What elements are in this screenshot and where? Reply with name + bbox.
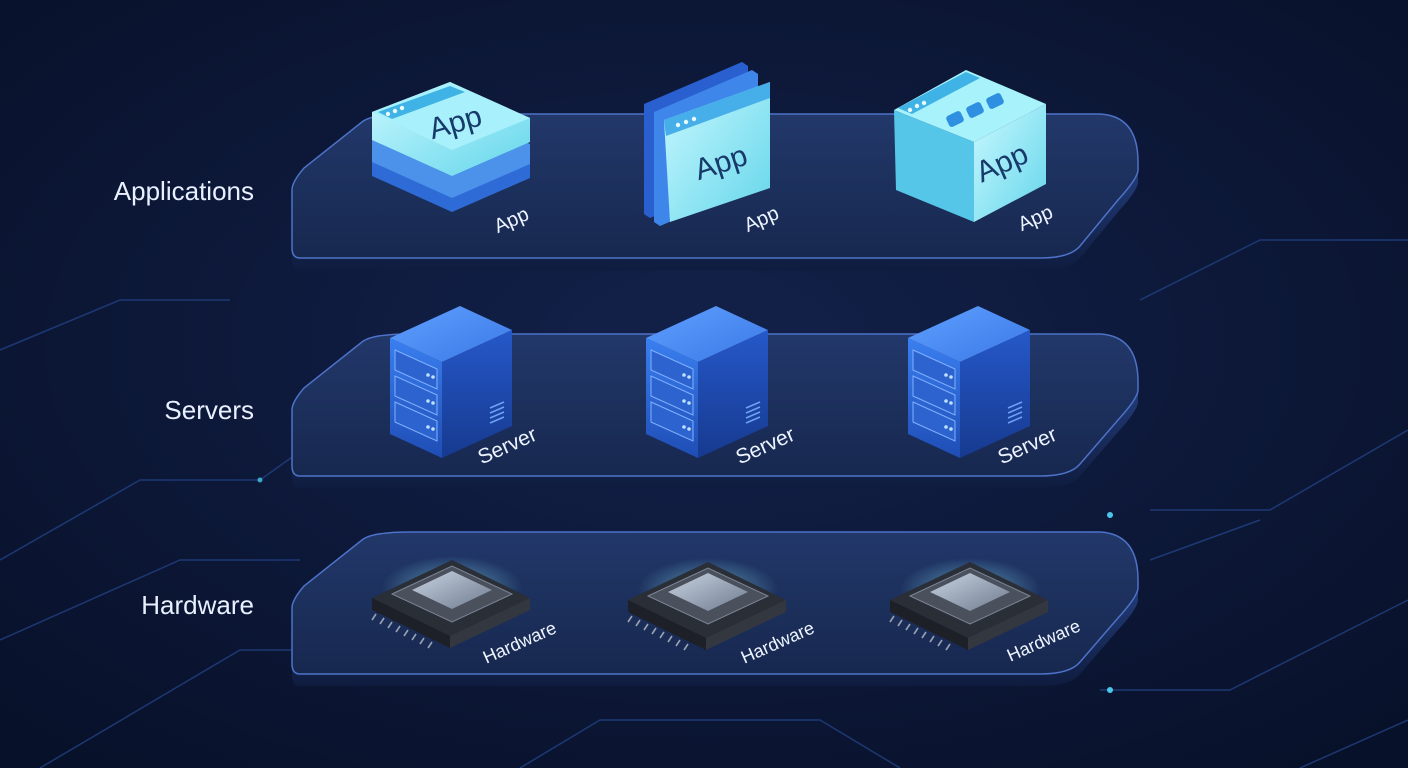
cpu-chip-icon	[627, 558, 786, 651]
cpu-chip-icon	[371, 556, 530, 649]
server-icon	[390, 306, 512, 458]
layer-label-hardware: Hardware	[141, 590, 254, 620]
cpu-chip-icon	[889, 558, 1048, 651]
server-icon	[646, 306, 768, 458]
app-stack-icon: App	[372, 82, 530, 212]
app-window-icon: App	[644, 62, 770, 226]
layer-label-applications: Applications	[114, 176, 254, 206]
app-cube-icon: App	[894, 70, 1046, 222]
circuit-traces	[0, 239, 1408, 768]
server-icon	[908, 306, 1030, 458]
layer-label-servers: Servers	[164, 395, 254, 425]
circuit-glow-dots	[257, 477, 1113, 693]
